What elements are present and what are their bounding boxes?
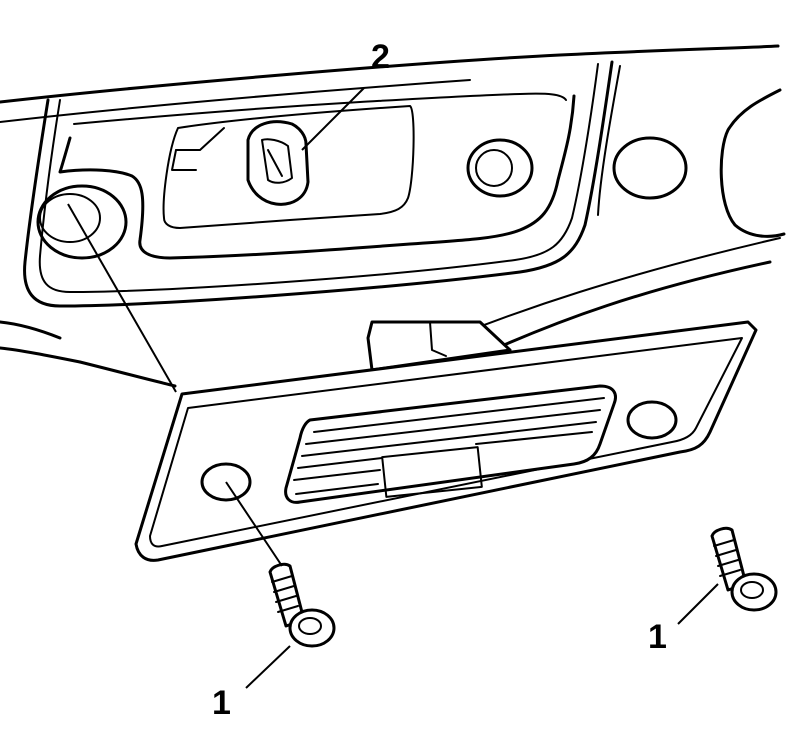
bulb — [246, 120, 310, 206]
callout-label-bulb: 2 — [371, 38, 390, 76]
lamp-housing — [134, 320, 758, 562]
bumper-panel — [0, 44, 786, 388]
callout-label-screw-left: 1 — [212, 684, 231, 722]
leader-lines — [67, 87, 719, 689]
screw-left — [268, 562, 336, 648]
screw-right — [710, 526, 778, 612]
callout-label-screw-right: 1 — [648, 618, 667, 656]
